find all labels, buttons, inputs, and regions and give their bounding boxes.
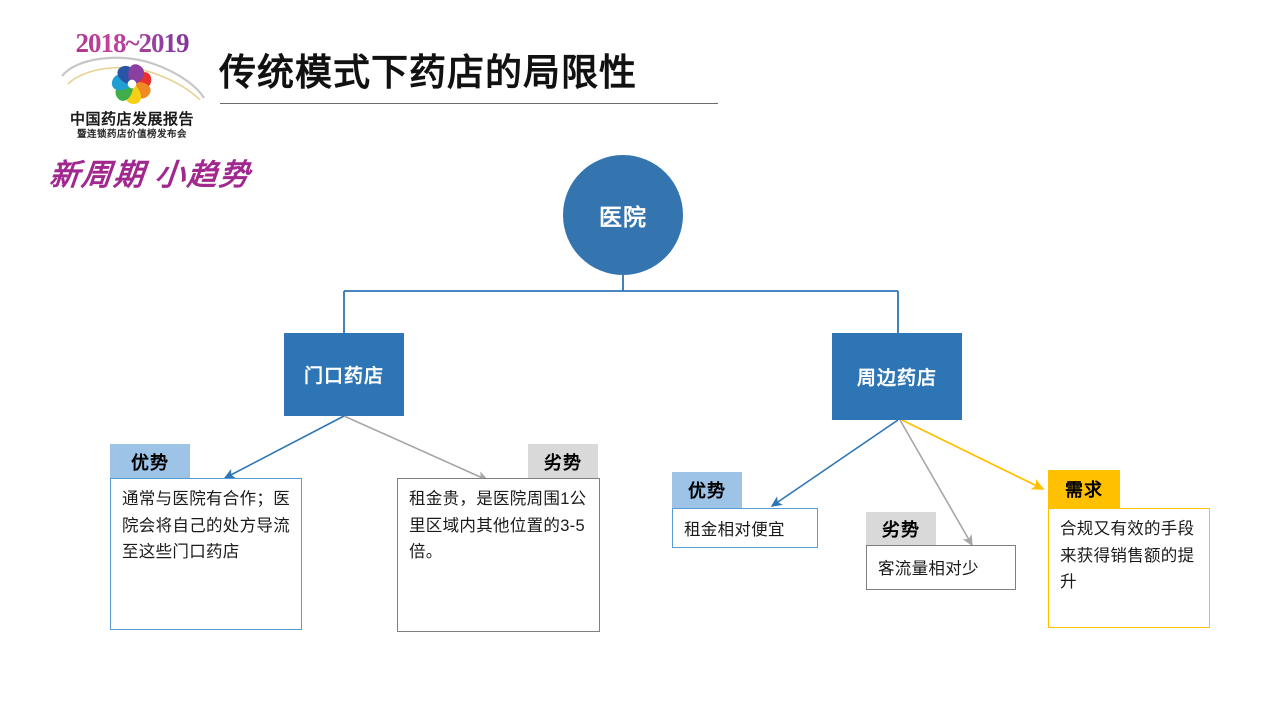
callout-tag-disadvantage: 劣势: [866, 512, 936, 545]
title-divider: [220, 103, 718, 104]
pinwheel-icon: [111, 64, 152, 104]
callout-menkou-advantage[interactable]: 优势 通常与医院有合作；医院会将自己的处方导流至这些门口药店: [110, 444, 310, 634]
callout-menkou-disadvantage[interactable]: 劣势 租金贵，是医院周围1公里区域内其他位置的3-5倍。: [397, 444, 607, 634]
callout-tag-advantage: 优势: [672, 472, 742, 508]
logo-years-text: 2018~2019: [52, 28, 212, 59]
callout-zhoubian-disadvantage[interactable]: 劣势 客流量相对少: [866, 512, 1021, 592]
callout-tag-need: 需求: [1048, 470, 1120, 508]
callout-text: 客流量相对少: [866, 545, 1016, 590]
callout-text: 通常与医院有合作；医院会将自己的处方导流至这些门口药店: [110, 478, 302, 630]
callout-zhoubian-advantage[interactable]: 优势 租金相对便宜: [672, 472, 822, 552]
connector-zhoubian-need: [901, 419, 1045, 490]
callout-text: 租金相对便宜: [672, 508, 818, 548]
node-menkou-pharmacy[interactable]: 门口药店: [284, 333, 404, 416]
callout-tag-advantage: 优势: [110, 444, 190, 479]
node-zhoubian-pharmacy[interactable]: 周边药店: [832, 333, 962, 420]
page-title: 传统模式下药店的局限性: [219, 52, 637, 93]
node-hospital[interactable]: 医院: [563, 155, 683, 275]
callout-text: 租金贵，是医院周围1公里区域内其他位置的3-5倍。: [397, 478, 600, 632]
logo-swoosh-icon: [61, 56, 205, 100]
logo-title-cn: 中国药店发展报告: [69, 111, 194, 128]
callout-zhoubian-need[interactable]: 需求 合规又有效的手段来获得销售额的提升: [1048, 470, 1218, 635]
callout-tag-disadvantage: 劣势: [528, 444, 598, 479]
connector-tree: [343, 275, 899, 333]
event-logo: 2018~2019: [52, 28, 212, 140]
callout-text: 合规又有效的手段来获得销售额的提升: [1048, 508, 1210, 628]
logo-subtitle-cn: 暨连锁药店价值榜发布会: [76, 129, 187, 140]
logo-slogan: 新周期 小趋势: [47, 159, 253, 192]
